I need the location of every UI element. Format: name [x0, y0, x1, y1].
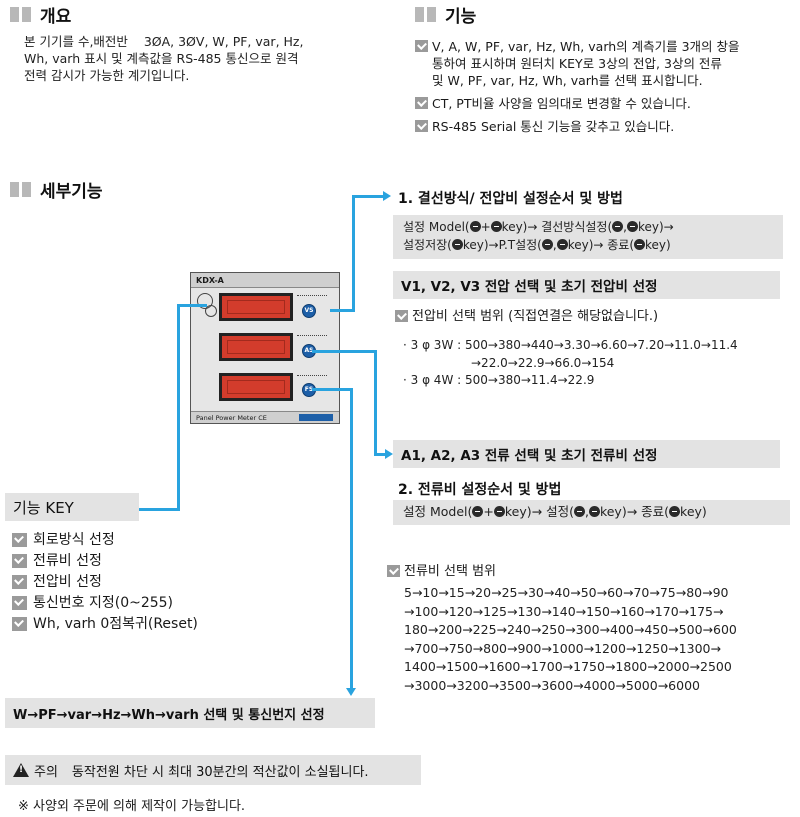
meter-model-label: KDX-A [191, 273, 339, 288]
wiring-procedure: 설정 Model(+key)→ 결선방식설정(,key)→ 설정저장(key)→… [393, 215, 783, 259]
voltage-band: V1, V2, V3 전압 선택 및 초기 전압비 선정 [393, 271, 780, 299]
current-range-list: 5→10→15→20→25→30→40→50→60→70→75→80→90 →1… [404, 585, 737, 693]
footnote: ※ 사양외 주문에 의해 제작이 가능합니다. [18, 799, 246, 814]
title-marker-icon [415, 7, 424, 22]
connector-line [177, 304, 180, 511]
key-icon [573, 506, 585, 517]
function-key-label: 기능 KEY [5, 493, 139, 521]
key-icon [634, 239, 646, 250]
connector-line [350, 388, 353, 688]
function-item: CT, PT비율 사양을 임의대로 변경할 수 있습니다. [415, 95, 800, 112]
key-icon [490, 221, 502, 232]
arrow-right-icon [385, 449, 393, 459]
arrow-down-icon [346, 688, 356, 696]
function-key-item: 전류비 선정 [12, 551, 198, 572]
current-procedure: 설정 Model(+key)→ 설정(,key)→ 종료(key) [393, 500, 790, 525]
title-marker-icon [427, 7, 436, 22]
title-marker-icon [10, 7, 19, 22]
connector-line [138, 508, 180, 511]
check-icon [415, 40, 428, 52]
connector-line [352, 195, 384, 198]
meter-fs-button[interactable]: FS [302, 383, 316, 397]
function-item: RS-485 Serial 통신 기능을 갖추고 있습니다. [415, 118, 800, 135]
function-key-item: 전압비 선정 [12, 572, 198, 593]
function-key-list: 회로방식 선정 전류비 선정 전압비 선정 통신번호 지정(0~255) Wh,… [12, 530, 198, 635]
connector-line [312, 388, 353, 391]
key-icon [541, 239, 553, 250]
key-icon [493, 506, 505, 517]
voltage-range-title: 전압비 선택 범위 (직접연결은 해당없습니다.) [395, 308, 658, 325]
warning-icon [13, 763, 29, 777]
meter-display-3 [219, 373, 293, 401]
key-icon [451, 239, 463, 250]
check-icon [12, 575, 27, 589]
key-icon [588, 506, 600, 517]
voltage-range-list: · 3 φ 3W : 500→380→440→3.30→6.60→7.20→11… [403, 338, 738, 387]
key-icon [612, 221, 624, 232]
check-icon [395, 310, 408, 322]
key-icon [469, 221, 481, 232]
key-icon [626, 221, 638, 232]
connector-line [374, 350, 377, 456]
check-icon [12, 533, 27, 547]
function-list: V, A, W, PF, var, Hz, Wh, varh의 계측기를 3개의… [415, 38, 800, 135]
connector-line [177, 304, 207, 307]
check-icon [415, 120, 428, 132]
overview-text: 본 기기를 수,배전반 3ØA, 3ØV, W, PF, var, Hz, Wh… [24, 34, 304, 83]
function-key-item: 회로방식 선정 [12, 530, 198, 551]
check-icon [12, 617, 27, 631]
arrow-right-icon [383, 191, 391, 201]
connector-line [330, 309, 354, 312]
title-marker-icon [22, 182, 31, 197]
title-marker-icon [22, 7, 31, 22]
current-range-title: 전류비 선택 범위 [387, 563, 496, 580]
key-icon [669, 506, 681, 517]
function-key-item: Wh, varh 0점복귀(Reset) [12, 614, 198, 635]
current-band: A1, A2, A3 전류 선택 및 초기 전류비 선정 [393, 440, 780, 468]
caution-box: 주의 동작전원 차단 시 최대 30분간의 적산값이 소실됩니다. [5, 755, 421, 785]
check-icon [415, 97, 428, 109]
meter-vs-button[interactable]: VS [302, 304, 316, 318]
key-icon [472, 506, 484, 517]
meter-indicator-icon [205, 305, 217, 317]
wiring-heading: 1. 결선방식/ 전압비 설정순서 및 방법 [398, 191, 623, 207]
power-meter-illustration: KDX-A VS AS FS Panel Power Meter CE [190, 272, 340, 424]
function-title: 기능 [415, 2, 476, 27]
selection-band: W→PF→var→Hz→Wh→varh 선택 및 통신번지 선정 [5, 698, 375, 728]
check-icon [12, 554, 27, 568]
connector-line [374, 453, 386, 456]
key-icon [556, 239, 568, 250]
meter-brand-logo [299, 414, 333, 421]
title-marker-icon [10, 182, 19, 197]
meter-display-1 [219, 293, 293, 321]
connector-line [352, 195, 355, 312]
function-key-item: 통신번호 지정(0~255) [12, 593, 198, 614]
check-icon [387, 565, 400, 577]
detail-title: 세부기능 [10, 177, 103, 202]
function-item: V, A, W, PF, var, Hz, Wh, varh의 계측기를 3개의… [415, 38, 800, 89]
check-icon [12, 596, 27, 610]
connector-line [312, 350, 377, 353]
meter-display-2 [219, 333, 293, 361]
current-heading: 2. 전류비 설정순서 및 방법 [398, 482, 562, 498]
overview-title: 개요 [10, 2, 71, 27]
